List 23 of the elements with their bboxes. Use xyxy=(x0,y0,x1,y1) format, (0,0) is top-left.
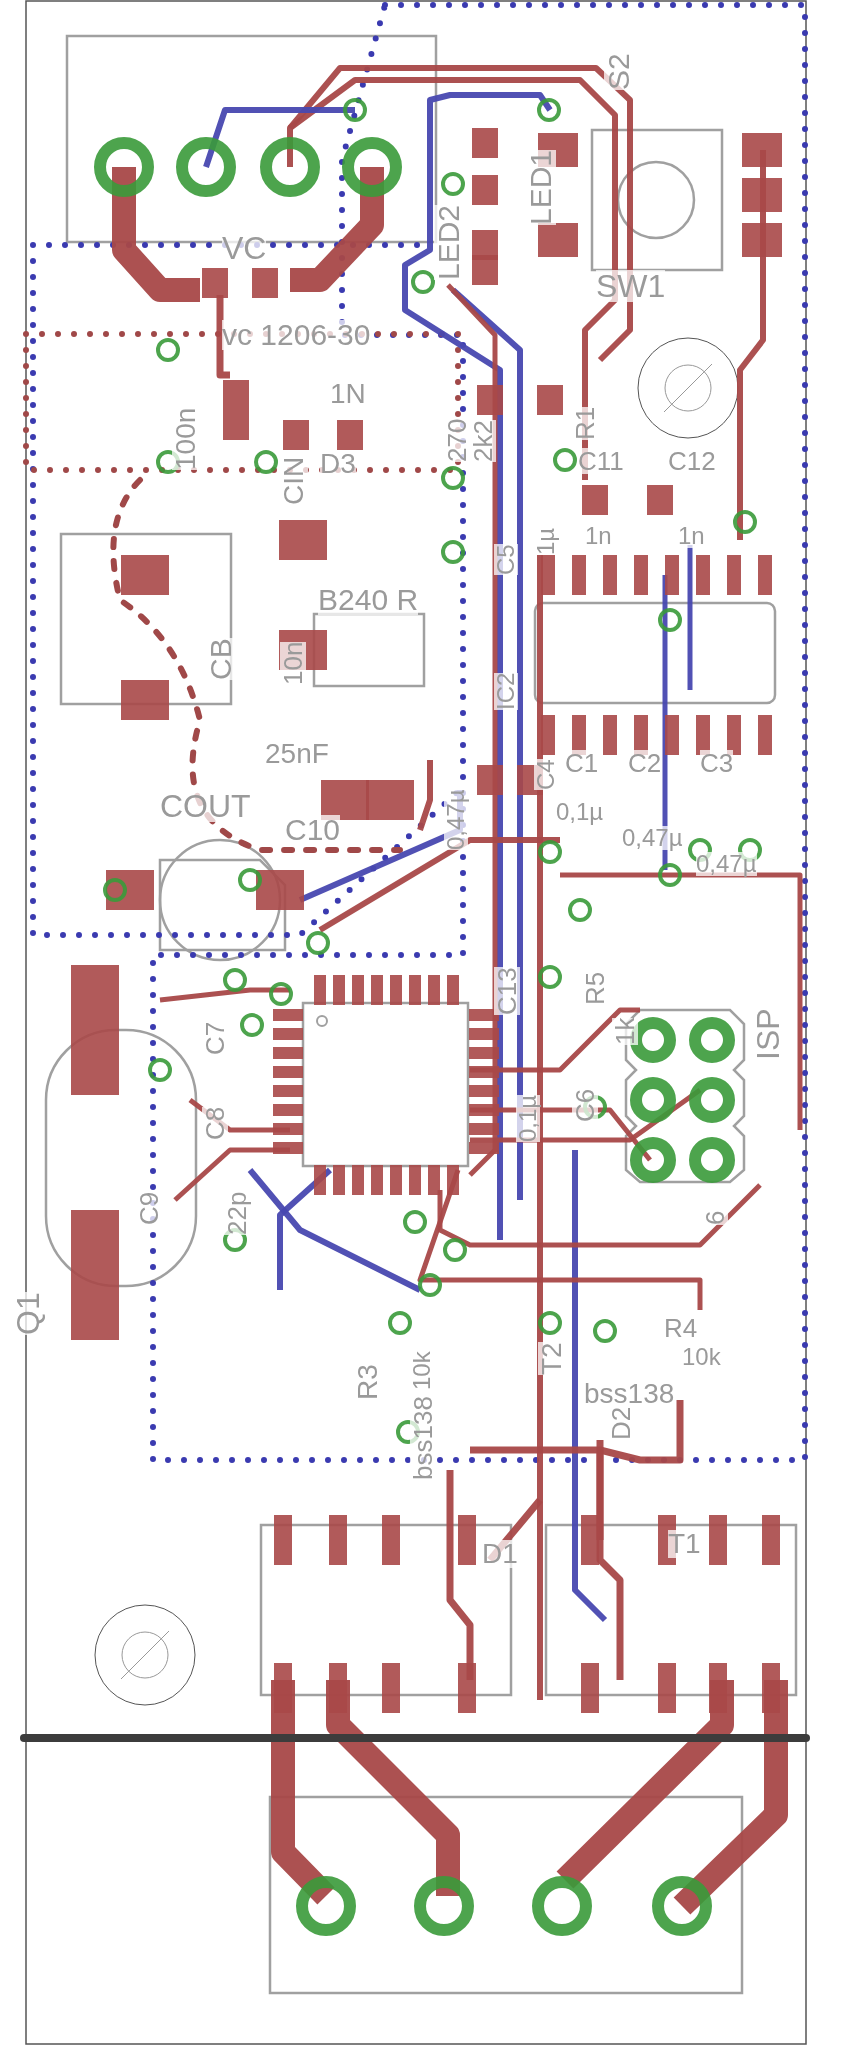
value-label: vc 1206-30 xyxy=(222,320,371,350)
part-label: IC2 xyxy=(494,672,518,710)
part-label: COUT xyxy=(160,790,251,822)
part-label: C11 xyxy=(578,448,624,474)
value-label: 0,47µ xyxy=(696,852,757,876)
part-label: SW1 xyxy=(596,270,666,302)
part-label: C8 xyxy=(202,1106,228,1140)
part-label: C6 xyxy=(572,1088,598,1122)
part-label: C13 xyxy=(494,967,520,1015)
value-label: 0,1µ xyxy=(556,800,604,824)
value-label: 1µ xyxy=(534,527,558,555)
value-label: 0,47µ xyxy=(444,789,468,850)
value-label: 100n xyxy=(172,407,200,470)
value-label: 0,47µ xyxy=(622,826,683,850)
value-label: 1k xyxy=(612,1017,638,1045)
part-label: D1 xyxy=(482,1540,518,1568)
value-label: 22p xyxy=(224,1191,250,1235)
part-label: T1 xyxy=(668,1530,701,1558)
value-label: 10n xyxy=(280,641,306,685)
value-label: 0,1µ xyxy=(516,1094,540,1142)
part-label: C5 xyxy=(494,544,518,575)
value-label: 2k2 xyxy=(470,420,496,462)
value-label: 1n xyxy=(678,524,705,548)
